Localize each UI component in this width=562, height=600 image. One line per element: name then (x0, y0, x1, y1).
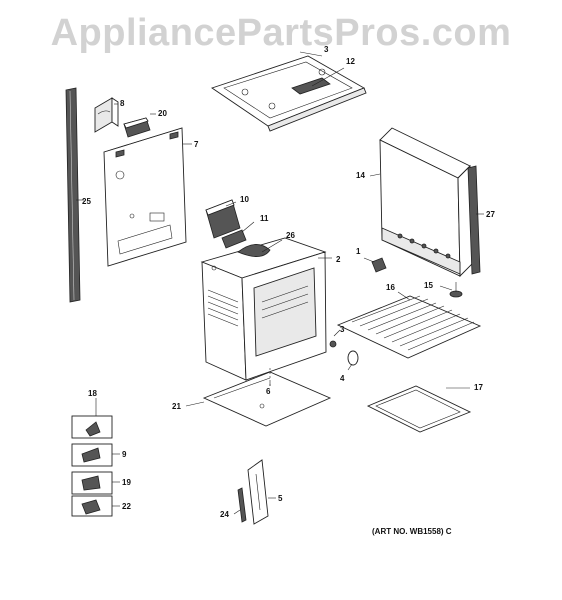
part-19-box[interactable] (71, 471, 113, 495)
callout-labels: 8 20 7 25 10 11 26 2 3 12 14 27 1 15 16 … (82, 45, 495, 519)
part-3-cooktop[interactable] (210, 55, 367, 132)
callout-7: 7 (194, 140, 199, 149)
callout-19: 19 (122, 478, 131, 487)
callout-17: 17 (474, 383, 483, 392)
callout-6: 6 (266, 387, 271, 396)
part-21-bottom-plate[interactable] (202, 371, 332, 427)
part-27-door-trim[interactable] (467, 165, 481, 275)
callout-14: 14 (356, 171, 365, 180)
part-24-bracket[interactable] (237, 487, 247, 523)
callout-15: 15 (424, 281, 433, 290)
callout-26: 26 (286, 231, 295, 240)
callout-4: 4 (340, 374, 345, 383)
callout-8: 8 (120, 99, 125, 108)
part-14-door[interactable] (379, 127, 473, 278)
part-10-burner-housing[interactable] (205, 199, 241, 239)
callout-11: 11 (260, 214, 269, 223)
callout-21: 21 (172, 402, 181, 411)
part-1-knob[interactable] (371, 257, 387, 273)
part-9-box[interactable] (71, 443, 113, 467)
part-2-oven-body[interactable] (200, 237, 327, 381)
part-11-connector[interactable] (221, 229, 247, 249)
callout-16: 16 (386, 283, 395, 292)
callout-3-screw: 3 (340, 325, 345, 334)
callout-5: 5 (278, 494, 283, 503)
part-25-side-trim[interactable] (65, 87, 81, 303)
art-number: (ART NO. WB1558) C (372, 527, 452, 536)
callout-22: 22 (122, 502, 131, 511)
part-4-knob[interactable] (347, 350, 359, 366)
part-26-burner[interactable] (237, 244, 271, 257)
part-18-box[interactable] (71, 415, 113, 439)
part-22-box[interactable] (71, 495, 113, 517)
part-17-broiler-pan[interactable] (366, 385, 472, 433)
leader-lines (76, 51, 484, 515)
callout-12: 12 (346, 57, 355, 66)
part-15-knob[interactable] (449, 282, 463, 298)
callout-25: 25 (82, 197, 91, 206)
callout-24: 24 (220, 510, 229, 519)
part-7-back-panel[interactable] (103, 127, 187, 267)
callout-2: 2 (336, 255, 341, 264)
callout-10: 10 (240, 195, 249, 204)
part-16-rack[interactable] (336, 295, 482, 359)
part-5-bracket[interactable] (247, 459, 269, 525)
part-8-bracket[interactable] (94, 97, 119, 133)
callout-27: 27 (486, 210, 495, 219)
part-3-screw[interactable] (329, 340, 337, 348)
callout-9: 9 (122, 450, 127, 459)
callout-1: 1 (356, 247, 361, 256)
callout-20: 20 (158, 109, 167, 118)
callout-3-top: 3 (324, 45, 329, 54)
callout-18: 18 (88, 389, 97, 398)
watermark: AppliancePartsPros.com (50, 12, 512, 54)
part-12-vent[interactable] (291, 77, 331, 95)
part-20-block[interactable] (123, 117, 151, 138)
